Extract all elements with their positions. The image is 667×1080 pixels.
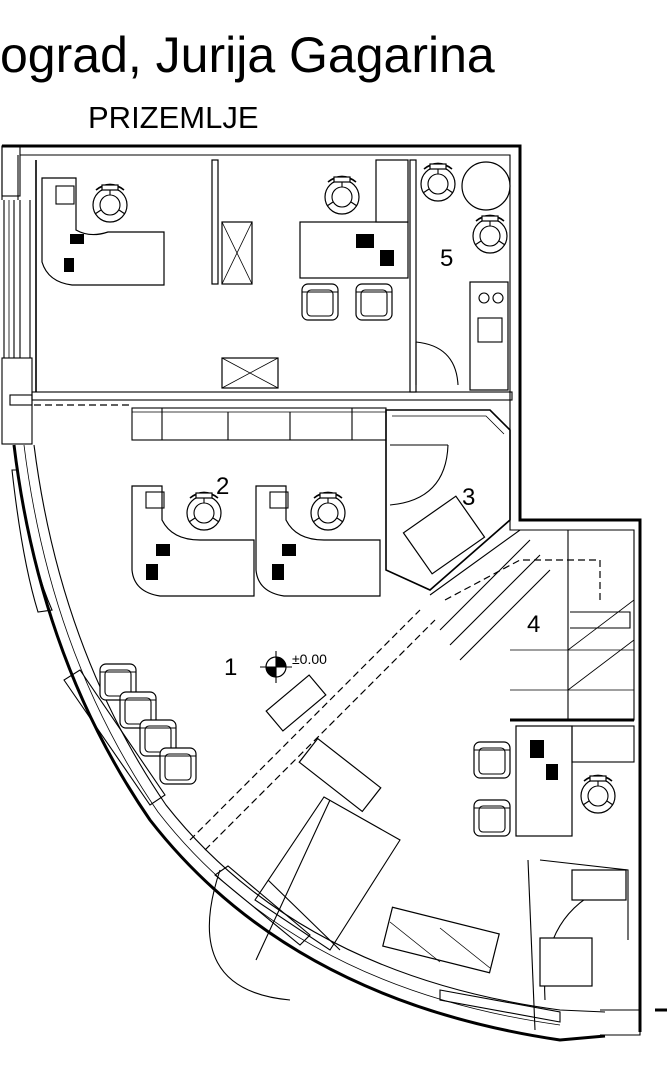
office-lower-right [382, 725, 635, 987]
floor-label: PRIZEMLJE [88, 100, 259, 135]
computer-icon [546, 764, 558, 780]
desk-icon [515, 725, 573, 837]
computer-icon [356, 234, 374, 248]
outer-walls [1, 144, 667, 1042]
armchair-icon [473, 799, 511, 837]
level-mark: ±0.00 [292, 651, 327, 667]
armchair-icon [159, 747, 197, 785]
computer-icon [530, 740, 544, 758]
room-5: 5 [420, 161, 511, 391]
office-chair-icon [472, 214, 508, 254]
office-chair-icon [324, 175, 360, 215]
room-number: 1 [224, 654, 237, 681]
armchair-icon [473, 741, 511, 779]
office-top-left [41, 177, 165, 286]
door-swing-icon [389, 444, 449, 506]
door-swing-icon [415, 341, 459, 386]
computer-icon [70, 234, 84, 244]
door-swing-icon [208, 869, 291, 1001]
room-2: 2 [131, 473, 381, 597]
computer-icon [380, 250, 394, 266]
desk-icon [299, 221, 409, 279]
elevation-marker-icon [260, 651, 292, 683]
room-1: 1 ±0.00 [99, 651, 327, 785]
room-number: 3 [462, 484, 475, 511]
plan-title: ograd, Jurija Gagarina [0, 27, 495, 83]
room-number: 5 [440, 245, 453, 272]
office-chair-icon [92, 183, 128, 223]
desk-icon [131, 485, 255, 597]
armchair-icon [355, 283, 393, 321]
interior-walls [31, 159, 635, 851]
room-3: 3 [402, 484, 486, 575]
armchair-icon [301, 283, 339, 321]
office-chair-icon [420, 162, 456, 202]
desk-icon [255, 485, 381, 597]
office-top-middle [221, 159, 409, 389]
room-number: 2 [216, 473, 229, 500]
office-chair-icon [310, 491, 346, 531]
room-number: 4 [527, 611, 540, 638]
computer-icon [64, 258, 74, 272]
office-chair-icon [580, 774, 616, 814]
